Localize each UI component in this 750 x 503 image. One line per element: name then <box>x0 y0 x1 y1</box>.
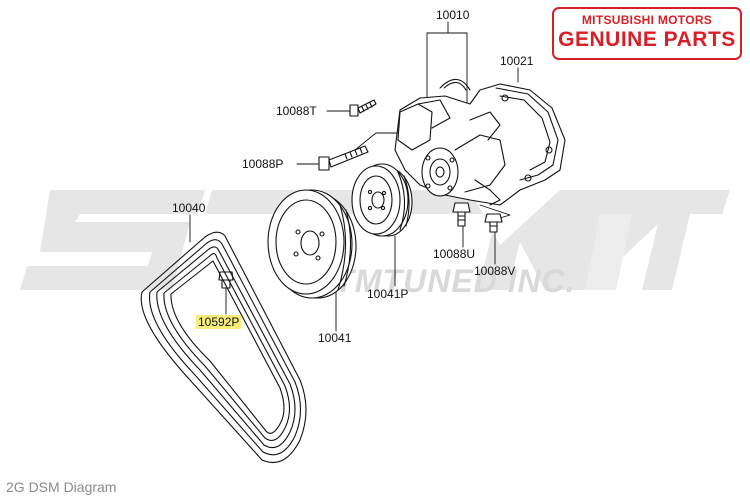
pump-pulley <box>351 163 413 237</box>
bolt-10088U <box>452 202 471 227</box>
bolt-10088P <box>318 145 369 171</box>
badge-brand: MITSUBISHI MOTORS <box>581 13 713 27</box>
label-10088P: 10088P <box>242 157 284 171</box>
label-10040: 10040 <box>172 201 206 215</box>
label-10041P: 10041P <box>367 287 409 301</box>
label-10041: 10041 <box>318 331 352 345</box>
label-10088V: 10088V <box>474 264 516 278</box>
crank-pulley <box>267 189 357 299</box>
bolt-10088V <box>484 213 503 233</box>
label-10592P: 10592P <box>196 315 242 329</box>
label-10088U: 10088U <box>433 247 476 261</box>
diagram-caption: 2G DSM Diagram <box>6 479 117 495</box>
watermark-text: STMTUNED INC. <box>312 263 576 299</box>
water-pump <box>394 78 566 206</box>
drive-belt <box>140 231 307 464</box>
label-10088T: 10088T <box>276 104 317 118</box>
badge-title: GENUINE PARTS <box>558 28 736 51</box>
label-10021: 10021 <box>500 54 534 68</box>
label-10010: 10010 <box>436 8 470 22</box>
genuine-parts-badge: MITSUBISHI MOTORS GENUINE PARTS <box>552 7 742 60</box>
bolt-10088T <box>349 99 377 117</box>
